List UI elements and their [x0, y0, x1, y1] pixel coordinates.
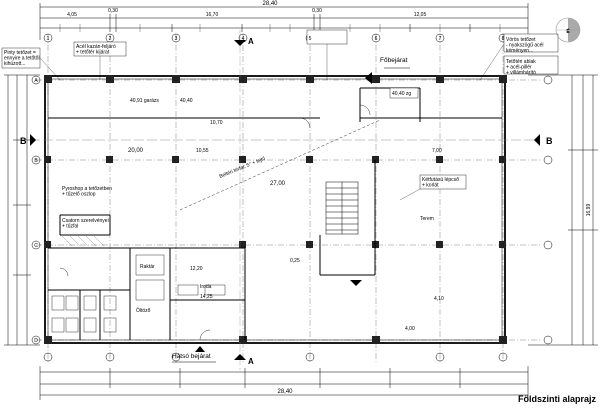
grid-row-d: D [34, 338, 38, 344]
grid-num-5: 5 [309, 36, 312, 42]
rear-entrance-marker [172, 346, 216, 363]
dim-main-room: 20,00 [128, 148, 144, 154]
grid-num-4: 4 [242, 36, 245, 42]
note-vent: Pyroshop a tetőzetben+ tűzelő oszlop [62, 186, 112, 198]
top-segment-2: 0,30 [108, 8, 118, 14]
sanitary-block [51, 254, 226, 333]
section-a-top: A [248, 37, 254, 46]
interior-walls [48, 87, 502, 340]
drawing-title: Földszinti alaprajz [518, 394, 597, 404]
grid-row-b: B [34, 158, 38, 164]
section-b-right: B [546, 136, 553, 146]
right-overall-dimension: 16,99 [586, 204, 592, 217]
section-a-bottom: A [248, 357, 254, 366]
dim-lower-2: 14,25 [200, 294, 213, 300]
section-cut-markers [30, 30, 540, 370]
section-b-left: B [20, 136, 27, 146]
room-hall: Terem [420, 216, 434, 222]
grid-bubbles-top [43, 33, 508, 43]
outer-walls [44, 75, 506, 344]
grid-row-a: A [34, 78, 38, 84]
dim-a: 10,70 [210, 120, 223, 126]
left-dimension-chain [4, 74, 40, 346]
note-top: Acél kazán-feljáró+ tetőtér kijárat [76, 44, 116, 56]
north-label: É [566, 27, 570, 35]
note-cladding: Csatorn szerelvényei+ tűzfal [62, 218, 109, 230]
dim-lower-5: 4,00 [405, 326, 415, 332]
dim-d: 7,00 [432, 148, 442, 154]
north-arrow-icon [555, 17, 581, 43]
dim-c: 27,00 [270, 181, 286, 187]
room-storage: Raktár [140, 264, 155, 270]
right-dimension-chain [528, 74, 598, 346]
top-segment-5: 12,05 [414, 12, 427, 18]
grid-bubbles-side [31, 75, 553, 345]
room-label-garage: 40,91 garázs [130, 98, 159, 104]
top-total-dimension: 28,40 [262, 1, 278, 7]
stair [325, 181, 359, 235]
grid-num-2: 2 [109, 36, 112, 42]
grid-num-3: 3 [175, 36, 178, 42]
structural-grid [36, 34, 540, 362]
dim-lower-3: 0,25 [290, 258, 300, 264]
grid-num-8: 8 [502, 36, 505, 42]
note-right-2: Tetőtéri ablak+ acél-pillér+ villámhárít… [506, 59, 536, 76]
top-dimension-chain [39, 3, 529, 40]
grid-row-c: C [34, 243, 38, 249]
grid-bubbles-bottom [43, 352, 508, 362]
ramp-line [179, 119, 381, 211]
note-stair: Kétfutású lépcső+ korlát [422, 177, 459, 189]
columns [44, 75, 507, 344]
bottom-dimension-chain [39, 366, 529, 400]
grid-num-6: 6 [375, 36, 378, 42]
hatched-area [61, 235, 105, 247]
bottom-total-dimension: 28,40 [277, 389, 293, 395]
grid-num-1: 1 [47, 36, 50, 42]
callout-boxes [1, 29, 559, 190]
leader-lines [39, 43, 505, 201]
grid-num-7: 7 [439, 36, 442, 42]
top-dimension-ticks [59, 24, 501, 32]
main-entrance-label: Főbejárat [380, 57, 408, 64]
top-segment-4: 0,30 [312, 8, 322, 14]
top-segment-1: 4,05 [67, 12, 77, 18]
rear-entrance-label: Hátsó bejárat [172, 353, 211, 360]
room-label-2: 40,40 [180, 98, 193, 104]
main-entrance-marker [365, 67, 410, 84]
dim-lower-1: 12,20 [190, 266, 203, 272]
room-office: Iroda [200, 284, 212, 290]
room-label-3: 40,40 zg [392, 91, 411, 97]
room-changing: Öltöző [136, 307, 151, 314]
door-swings [59, 104, 371, 341]
dim-lower-4: 4,10 [434, 296, 444, 302]
top-segment-3: 16,70 [206, 12, 219, 18]
dim-b: 10,55 [196, 148, 209, 154]
